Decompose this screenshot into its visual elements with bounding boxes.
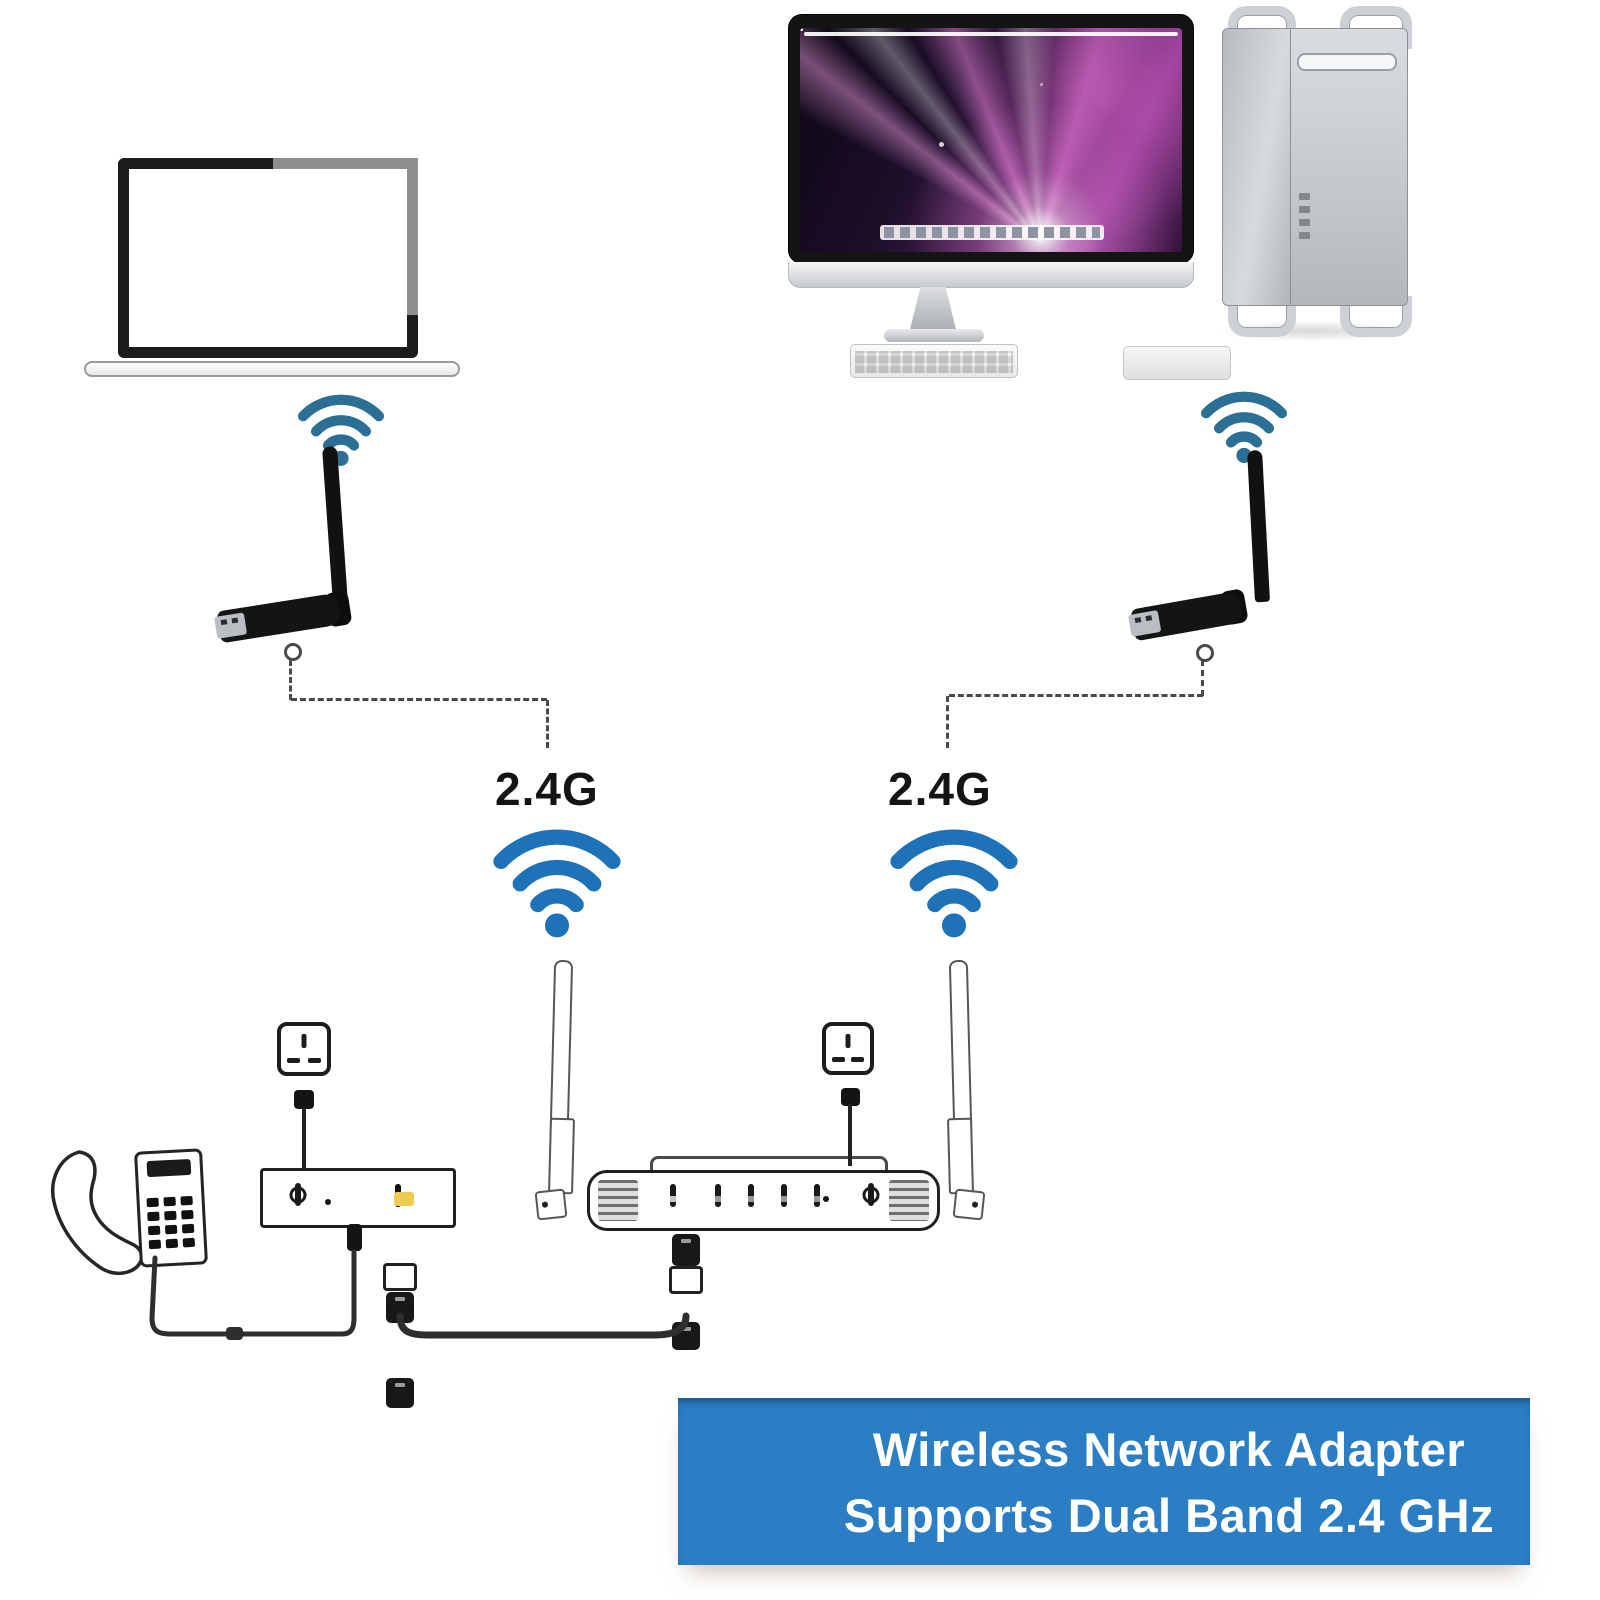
ethernet-connector — [386, 1378, 414, 1408]
dock-bar — [880, 225, 1104, 240]
imac-screen-wallpaper — [800, 28, 1182, 252]
router-power-button — [862, 1183, 880, 1206]
wifi-icon-large-right — [890, 829, 1018, 938]
imac-chin — [788, 262, 1194, 288]
trackpad — [1123, 346, 1231, 380]
router-lan-port-2 — [748, 1184, 754, 1207]
tower-foot-front — [1340, 296, 1412, 337]
tower-front-ports — [1299, 193, 1310, 245]
power-socket-left — [277, 1022, 331, 1076]
laptop-screen — [118, 158, 418, 358]
router-lan-port-3 — [781, 1184, 787, 1207]
dashed-connector-line — [1201, 660, 1204, 696]
wifi-icon-small-right — [1200, 391, 1288, 463]
wifi-icon-small-left — [297, 394, 385, 466]
router-wan-port — [670, 1184, 676, 1207]
ethernet-cable — [396, 1312, 690, 1339]
tower-handle-back — [1228, 6, 1296, 49]
modem — [260, 1168, 456, 1228]
band-label-right: 2.4G — [888, 763, 992, 815]
phone-cable-connector — [226, 1327, 243, 1340]
power-plug-left — [294, 1090, 314, 1109]
phone-cable — [149, 1249, 357, 1337]
tower-handle-front — [1340, 6, 1412, 49]
wallpaper-stars — [800, 28, 1182, 252]
wifi-icon-large-left — [493, 829, 621, 938]
power-socket-right — [822, 1022, 874, 1075]
power-plug-right — [841, 1088, 860, 1106]
phone-line-plug — [347, 1224, 362, 1251]
modem-power-port — [289, 1183, 307, 1206]
modem-led — [325, 1199, 331, 1205]
dashed-connector-line — [289, 660, 292, 700]
router-lan-port-1 — [715, 1184, 721, 1207]
desktop-tower — [1222, 28, 1408, 306]
tower-foot-back — [1228, 296, 1296, 337]
ethernet-coupler — [383, 1263, 417, 1291]
dashed-connector-line — [949, 694, 1203, 697]
laptop-bezel-highlight-right — [407, 158, 418, 315]
dashed-connector-line — [946, 696, 949, 748]
imac-base — [884, 329, 984, 342]
screen-reflection — [804, 32, 1178, 36]
socket-pin-icon — [851, 1057, 864, 1062]
router-vent-grille-right — [889, 1180, 929, 1221]
keyboard — [850, 344, 1018, 378]
optical-drive-slot — [1297, 53, 1397, 71]
socket-pin-icon — [301, 1034, 307, 1048]
router-led — [823, 1196, 829, 1202]
socket-pin-icon — [287, 1058, 300, 1063]
router-vent-grille-left — [598, 1180, 638, 1221]
socket-pin-icon — [308, 1058, 321, 1063]
banner-line-2: Supports Dual Band 2.4 GHz — [843, 1489, 1495, 1542]
socket-pin-icon — [832, 1057, 845, 1062]
laptop-base — [84, 361, 460, 377]
laptop-bezel-highlight — [273, 158, 418, 169]
ethernet-coupler — [669, 1266, 703, 1294]
callout-ring-left — [284, 643, 302, 661]
caption-banner: Wireless Network Adapter Supports Dual B… — [678, 1398, 1530, 1565]
router — [587, 1170, 940, 1231]
router-lan-port-4 — [814, 1184, 820, 1207]
callout-ring-right — [1196, 644, 1214, 662]
socket-pin-icon — [845, 1034, 851, 1048]
modem-lan-port-inner — [394, 1192, 414, 1206]
banner-line-1: Wireless Network Adapter — [872, 1423, 1466, 1476]
tower-front-face — [1290, 29, 1407, 305]
dashed-connector-line — [291, 698, 547, 701]
band-label-left: 2.4G — [495, 763, 599, 815]
dashed-connector-line — [546, 700, 549, 748]
ethernet-connector — [672, 1234, 700, 1266]
imac-monitor — [788, 14, 1194, 264]
